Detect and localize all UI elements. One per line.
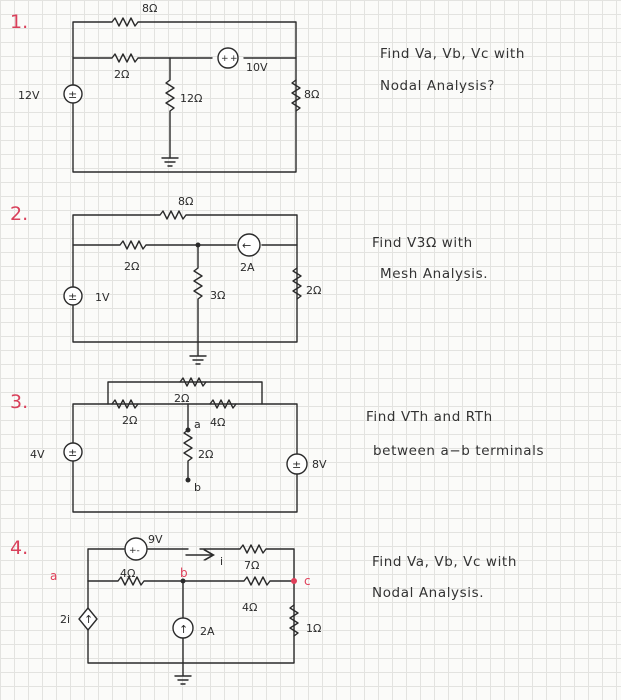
svg-text:↑: ↑ (179, 623, 188, 636)
svg-text:c: c (304, 574, 311, 588)
svg-text:i: i (220, 555, 223, 568)
svg-text:1V: 1V (95, 291, 110, 304)
svg-text:2i: 2i (60, 613, 70, 626)
circuit-3: ± ± 2Ω 2Ω 4Ω 2Ω 4V 8V a b (30, 377, 327, 513)
svg-text:2Ω: 2Ω (114, 68, 129, 81)
svg-text:±: ± (68, 290, 77, 303)
svg-text:a: a (194, 418, 201, 431)
svg-text:2Ω: 2Ω (198, 448, 213, 461)
voltage-source-9v (124, 537, 148, 561)
problem-4-number: 4. (10, 537, 28, 559)
problem-2-number: 2. (10, 203, 28, 225)
svg-text:12V: 12V (18, 89, 40, 102)
problem-3-instruction-line1: Find VTh and RTh (366, 409, 493, 425)
svg-text:4V: 4V (30, 448, 45, 461)
problem-2-instruction-line1: Find V3Ω with (372, 235, 473, 251)
current-source-2a (237, 233, 261, 257)
svg-text:10V: 10V (246, 61, 268, 74)
svg-text:7Ω: 7Ω (244, 559, 259, 572)
problem-3: 3. ± ± 2Ω 2Ω 4Ω 2Ω 4V 8V a b Find VTh an… (10, 377, 544, 513)
circuit-2: ± ← 8Ω 2Ω 3Ω 2Ω 2A 1V (63, 195, 321, 365)
voltage-source-1v (63, 286, 83, 306)
problem-4: 4. +- ↑ ↑ 9V 4Ω 7Ω 4Ω 1Ω 2A 2i i a (10, 533, 517, 685)
svg-text:2Ω: 2Ω (174, 392, 189, 405)
dependent-current-source (78, 606, 98, 632)
svg-text:4Ω: 4Ω (242, 601, 257, 614)
svg-text:1Ω: 1Ω (306, 622, 321, 635)
svg-text:±: ± (68, 446, 77, 459)
current-source-2a (172, 617, 194, 639)
svg-text:b: b (180, 566, 188, 580)
problem-3-number: 3. (10, 391, 28, 413)
circuit-1: ± + + 8Ω 2Ω 12Ω 8Ω 12V 10V (18, 2, 319, 173)
svg-text:8Ω: 8Ω (142, 2, 157, 15)
svg-text:2A: 2A (240, 261, 255, 274)
voltage-source-12v (63, 84, 83, 104)
svg-text:+: + (230, 54, 238, 64)
svg-text:a: a (50, 569, 57, 583)
svg-text:9V: 9V (148, 533, 163, 546)
problem-4-instruction-line1: Find Va, Vb, Vc with (372, 554, 517, 570)
svg-text:←: ← (242, 239, 251, 252)
voltage-source-10v (217, 47, 239, 69)
problem-1-instruction-line1: Find Va, Vb, Vc with (380, 46, 525, 62)
svg-text:8Ω: 8Ω (178, 195, 193, 208)
problem-1-number: 1. (10, 11, 28, 33)
problem-2-instruction-line2: Mesh Analysis. (380, 266, 488, 282)
svg-text:2Ω: 2Ω (122, 414, 137, 427)
voltage-source-4v (63, 442, 83, 462)
svg-text:4Ω: 4Ω (210, 416, 225, 429)
svg-text:8V: 8V (312, 458, 327, 471)
svg-text:4Ω: 4Ω (120, 567, 135, 580)
problem-4-instruction-line2: Nodal Analysis. (372, 585, 484, 601)
svg-text:±: ± (68, 88, 77, 101)
voltage-source-8v (286, 453, 308, 475)
problem-1-instruction-line2: Nodal Analysis? (380, 78, 495, 94)
svg-text:↑: ↑ (84, 613, 93, 626)
circuit-4: +- ↑ ↑ 9V 4Ω 7Ω 4Ω 1Ω 2A 2i i a b c (50, 533, 321, 685)
problem-3-instruction-line2: between a−b terminals (373, 443, 544, 459)
svg-text:12Ω: 12Ω (180, 92, 202, 105)
svg-text:3Ω: 3Ω (210, 289, 225, 302)
svg-text:±: ± (292, 458, 301, 471)
svg-text:2A: 2A (200, 625, 215, 638)
svg-text:2Ω: 2Ω (306, 284, 321, 297)
svg-text:+-: +- (129, 546, 140, 556)
problem-1: 1. ± + + 8Ω 2Ω 12Ω 8Ω 12V 10V Find Va, V… (10, 2, 525, 173)
svg-text:8Ω: 8Ω (304, 88, 319, 101)
problem-2: 2. ± ← 8Ω 2Ω 3Ω 2Ω 2A 1V Find V3Ω with M… (10, 195, 488, 365)
svg-text:b: b (194, 481, 201, 494)
svg-text:+: + (221, 54, 229, 64)
svg-text:2Ω: 2Ω (124, 260, 139, 273)
